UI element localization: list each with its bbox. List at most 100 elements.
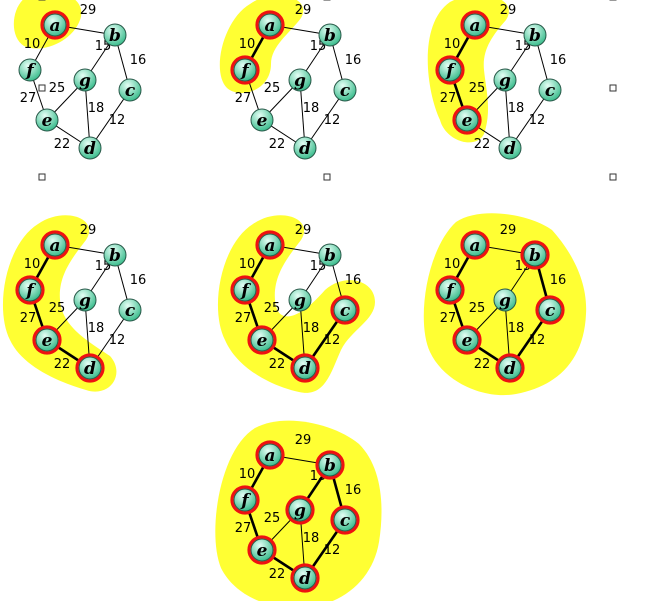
edge-c-d	[304, 89, 346, 149]
node-c-selected: c	[330, 295, 360, 325]
edge-weight-a-b: 29	[295, 223, 312, 238]
node-label: g	[294, 501, 306, 521]
edge-weight-b-c: 16	[345, 483, 362, 498]
node-circle	[18, 278, 42, 302]
edge-weight-f-e: 27	[440, 311, 457, 326]
node-circle	[333, 298, 357, 322]
selected-ring	[40, 230, 70, 260]
selection-handle[interactable]	[38, 84, 46, 92]
node-circle	[250, 538, 274, 562]
edge-weight-e-d: 22	[269, 357, 286, 372]
node-d-selected: d	[290, 353, 320, 383]
edge-weight-c-d: 12	[324, 543, 341, 558]
node-b: b	[523, 23, 547, 47]
node-label: b	[324, 246, 336, 266]
selection-handle[interactable]	[38, 173, 46, 181]
edge-weight-b-c: 16	[550, 273, 567, 288]
node-d: d	[498, 136, 522, 160]
node-e-selected: e	[247, 325, 277, 355]
node-circle	[438, 278, 462, 302]
node-f-selected: f	[435, 275, 465, 305]
selected-ring	[230, 485, 260, 515]
node-label: g	[294, 71, 306, 91]
selected-ring	[452, 325, 482, 355]
edge-weight-a-b: 29	[500, 3, 517, 18]
node-circle	[43, 13, 67, 37]
node-label: g	[499, 71, 511, 91]
highlight-region	[427, 0, 509, 143]
node-d: d	[293, 136, 317, 160]
node-circle	[333, 508, 357, 532]
node-b: b	[318, 243, 342, 267]
edge-weight-a-f: 10	[239, 467, 256, 482]
selected-ring	[495, 353, 525, 383]
selected-ring	[247, 535, 277, 565]
node-f-selected: f	[230, 55, 260, 85]
node-b-selected: b	[520, 240, 550, 270]
node-label: e	[257, 331, 268, 351]
node-a-selected: a	[460, 230, 490, 260]
node-label: g	[499, 291, 511, 311]
selection-handle[interactable]	[609, 84, 617, 92]
node-label: c	[545, 81, 556, 101]
node-g-selected: g	[285, 495, 315, 525]
node-circle	[493, 68, 517, 92]
node-label: d	[84, 139, 96, 159]
node-label: f	[240, 61, 251, 81]
edge-c-d	[89, 89, 131, 149]
edge-weight-e-d: 22	[54, 357, 71, 372]
edge-weight-g-d: 18	[303, 101, 320, 116]
node-label: a	[264, 16, 275, 36]
edge-weight-a-b: 29	[80, 223, 97, 238]
edge-weight-f-e: 27	[235, 521, 252, 536]
node-circle	[523, 23, 547, 47]
node-circle	[258, 13, 282, 37]
edge-c-d	[509, 89, 551, 149]
node-circle	[233, 488, 257, 512]
node-label: c	[125, 301, 136, 321]
selection-handle[interactable]	[609, 173, 617, 181]
edge-weight-a-b: 29	[80, 3, 97, 18]
node-label: e	[257, 541, 268, 561]
selected-ring	[247, 325, 277, 355]
node-circle	[118, 78, 142, 102]
node-circle	[18, 58, 42, 82]
edge-weight-g-d: 18	[303, 531, 320, 546]
node-label: g	[79, 291, 91, 311]
node-c-selected: c	[535, 295, 565, 325]
node-label: e	[42, 331, 53, 351]
edge-weight-e-d: 22	[269, 567, 286, 582]
edge-weight-f-e: 27	[20, 311, 37, 326]
node-label: f	[445, 61, 456, 81]
node-circle	[103, 243, 127, 267]
selection-handle[interactable]	[323, 173, 331, 181]
node-circle	[318, 453, 342, 477]
node-circle	[333, 78, 357, 102]
selected-ring	[290, 353, 320, 383]
node-circle	[293, 566, 317, 590]
node-circle	[103, 23, 127, 47]
node-d-selected: d	[495, 353, 525, 383]
selected-ring	[435, 275, 465, 305]
selected-ring	[230, 275, 260, 305]
node-label: f	[25, 281, 36, 301]
selected-ring	[255, 230, 285, 260]
node-g: g	[288, 68, 312, 92]
node-circle	[288, 288, 312, 312]
selected-ring	[452, 105, 482, 135]
selected-ring	[255, 10, 285, 40]
edge-weight-b-c: 16	[130, 273, 147, 288]
edge-weight-b-c: 16	[130, 53, 147, 68]
selected-ring	[520, 240, 550, 270]
node-circle	[35, 108, 59, 132]
node-label: f	[25, 61, 36, 81]
node-circle	[250, 328, 274, 352]
